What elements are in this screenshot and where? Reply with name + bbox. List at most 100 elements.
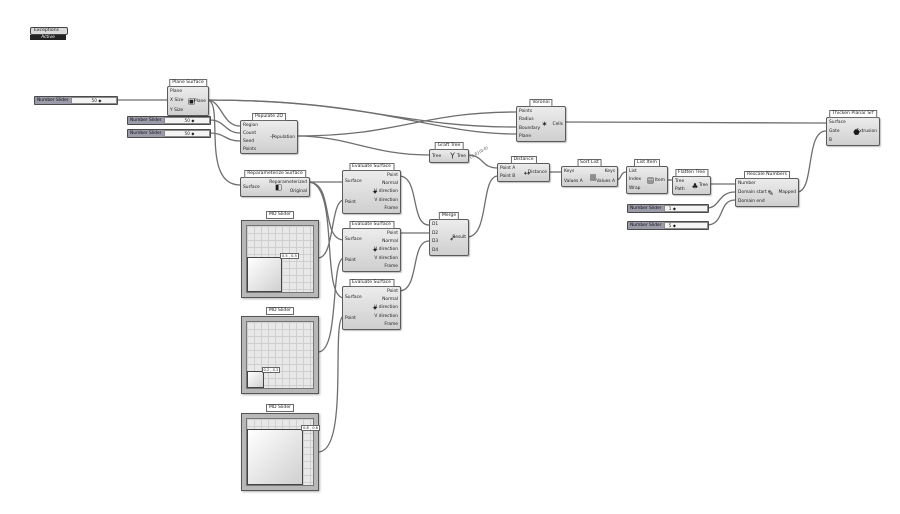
input-param[interactable]: Surface: [345, 179, 362, 184]
input-param[interactable]: Point A: [500, 165, 516, 171]
input-param[interactable]: Gate: [829, 129, 840, 134]
input-param[interactable]: Surface: [829, 120, 846, 125]
output-param[interactable]: Population: [271, 134, 295, 140]
input-param[interactable]: Y Size: [170, 107, 184, 113]
output-param[interactable]: Result: [452, 235, 466, 240]
output-param[interactable]: Frame: [384, 322, 398, 328]
number-slider-2[interactable]: Number Slider 50 ◆: [127, 116, 211, 125]
input-param[interactable]: B: [829, 138, 833, 143]
output-param[interactable]: Plane: [193, 98, 206, 104]
input-param[interactable]: D2: [432, 230, 439, 236]
input-param[interactable]: Surface: [243, 184, 260, 190]
md-slider-area[interactable]: 0.5 , 0.5: [246, 225, 314, 293]
input-param[interactable]: Plane: [170, 89, 183, 95]
slider-track[interactable]: 50 ◆: [71, 98, 116, 103]
input-param[interactable]: Keys: [564, 169, 575, 175]
input-param[interactable]: Point: [345, 316, 356, 321]
input-param[interactable]: Surface: [345, 295, 362, 300]
output-param[interactable]: Point: [387, 172, 398, 178]
output-param[interactable]: Frame: [384, 206, 398, 212]
output-param[interactable]: Keys: [604, 169, 615, 175]
output-param[interactable]: Distance: [527, 170, 547, 175]
input-param[interactable]: Point B: [500, 174, 516, 180]
output-param[interactable]: V direction: [374, 313, 398, 319]
md-slider-area[interactable]: 0.2 , 0.2: [246, 321, 314, 389]
output-param[interactable]: Cells: [552, 121, 564, 127]
input-param[interactable]: Points: [519, 108, 533, 114]
output-param[interactable]: Tree: [456, 153, 466, 159]
output-param[interactable]: Point: [387, 288, 398, 294]
input-param[interactable]: Plane: [519, 134, 532, 140]
input-param[interactable]: Boundary: [519, 125, 541, 131]
output-param[interactable]: Frame: [384, 264, 398, 270]
output-param[interactable]: U direction: [374, 305, 398, 311]
input-param[interactable]: Points: [243, 146, 257, 152]
output-param[interactable]: Mapped: [778, 190, 796, 195]
number-slider-5[interactable]: Number Slider 5 ◆: [627, 221, 709, 230]
input-param[interactable]: List: [629, 168, 637, 174]
number-slider-1[interactable]: Number Slider 50 ◆: [34, 96, 118, 105]
number-slider-4[interactable]: Number Slider 1 ◆: [627, 204, 709, 213]
input-param[interactable]: D1: [432, 221, 439, 227]
output-param[interactable]: Extrusion: [856, 129, 877, 134]
output-param[interactable]: Normal: [382, 297, 398, 303]
input-param[interactable]: Domain start: [738, 190, 767, 195]
input-param[interactable]: Region: [243, 122, 259, 128]
output-param[interactable]: Normal: [382, 239, 398, 245]
number-slider-3[interactable]: Number Slider 50 ◆: [127, 129, 211, 138]
input-param[interactable]: Number: [738, 181, 756, 186]
output-param[interactable]: Original: [289, 189, 307, 194]
input-param[interactable]: Wrap: [629, 186, 641, 192]
input-param[interactable]: X Size: [170, 98, 184, 104]
input-param[interactable]: Tree: [675, 178, 685, 184]
output-param[interactable]: U direction: [374, 189, 398, 195]
output-param[interactable]: Item: [655, 177, 665, 183]
input-param[interactable]: Values A: [564, 178, 583, 184]
slider-track[interactable]: 50 ◆: [164, 131, 209, 136]
md-slider-area[interactable]: 0.8 , 0.8: [246, 418, 320, 486]
exceptions-status: Active: [30, 35, 66, 40]
output-param[interactable]: V direction: [374, 255, 398, 261]
output-param[interactable]: V direction: [374, 197, 398, 203]
input-param[interactable]: Domain end: [738, 199, 765, 204]
input-param[interactable]: D3: [432, 239, 439, 245]
output-param[interactable]: Normal: [382, 181, 398, 187]
input-param[interactable]: Radius: [519, 117, 534, 123]
input-param[interactable]: Count: [243, 130, 257, 136]
exceptions-badge[interactable]: Exceptions Active: [30, 27, 68, 40]
input-param[interactable]: Point: [345, 258, 356, 263]
output-param[interactable]: Reparameterized: [269, 180, 307, 185]
input-param[interactable]: Surface: [345, 237, 362, 242]
output-param[interactable]: U direction: [374, 247, 398, 253]
output-param[interactable]: Values A: [596, 178, 615, 184]
output-param[interactable]: Point: [387, 230, 398, 236]
output-param[interactable]: Tree: [698, 183, 708, 188]
input-param[interactable]: Path: [675, 187, 685, 193]
slider-track[interactable]: 1 ◆: [664, 206, 707, 211]
input-param[interactable]: Tree: [432, 153, 442, 159]
slider-track[interactable]: 50 ◆: [164, 118, 209, 123]
input-param[interactable]: Seed: [243, 138, 254, 144]
input-param[interactable]: Index: [629, 177, 642, 183]
input-param[interactable]: Point: [345, 200, 356, 205]
input-param[interactable]: D4: [432, 248, 439, 254]
slider-track[interactable]: 5 ◆: [664, 223, 707, 228]
